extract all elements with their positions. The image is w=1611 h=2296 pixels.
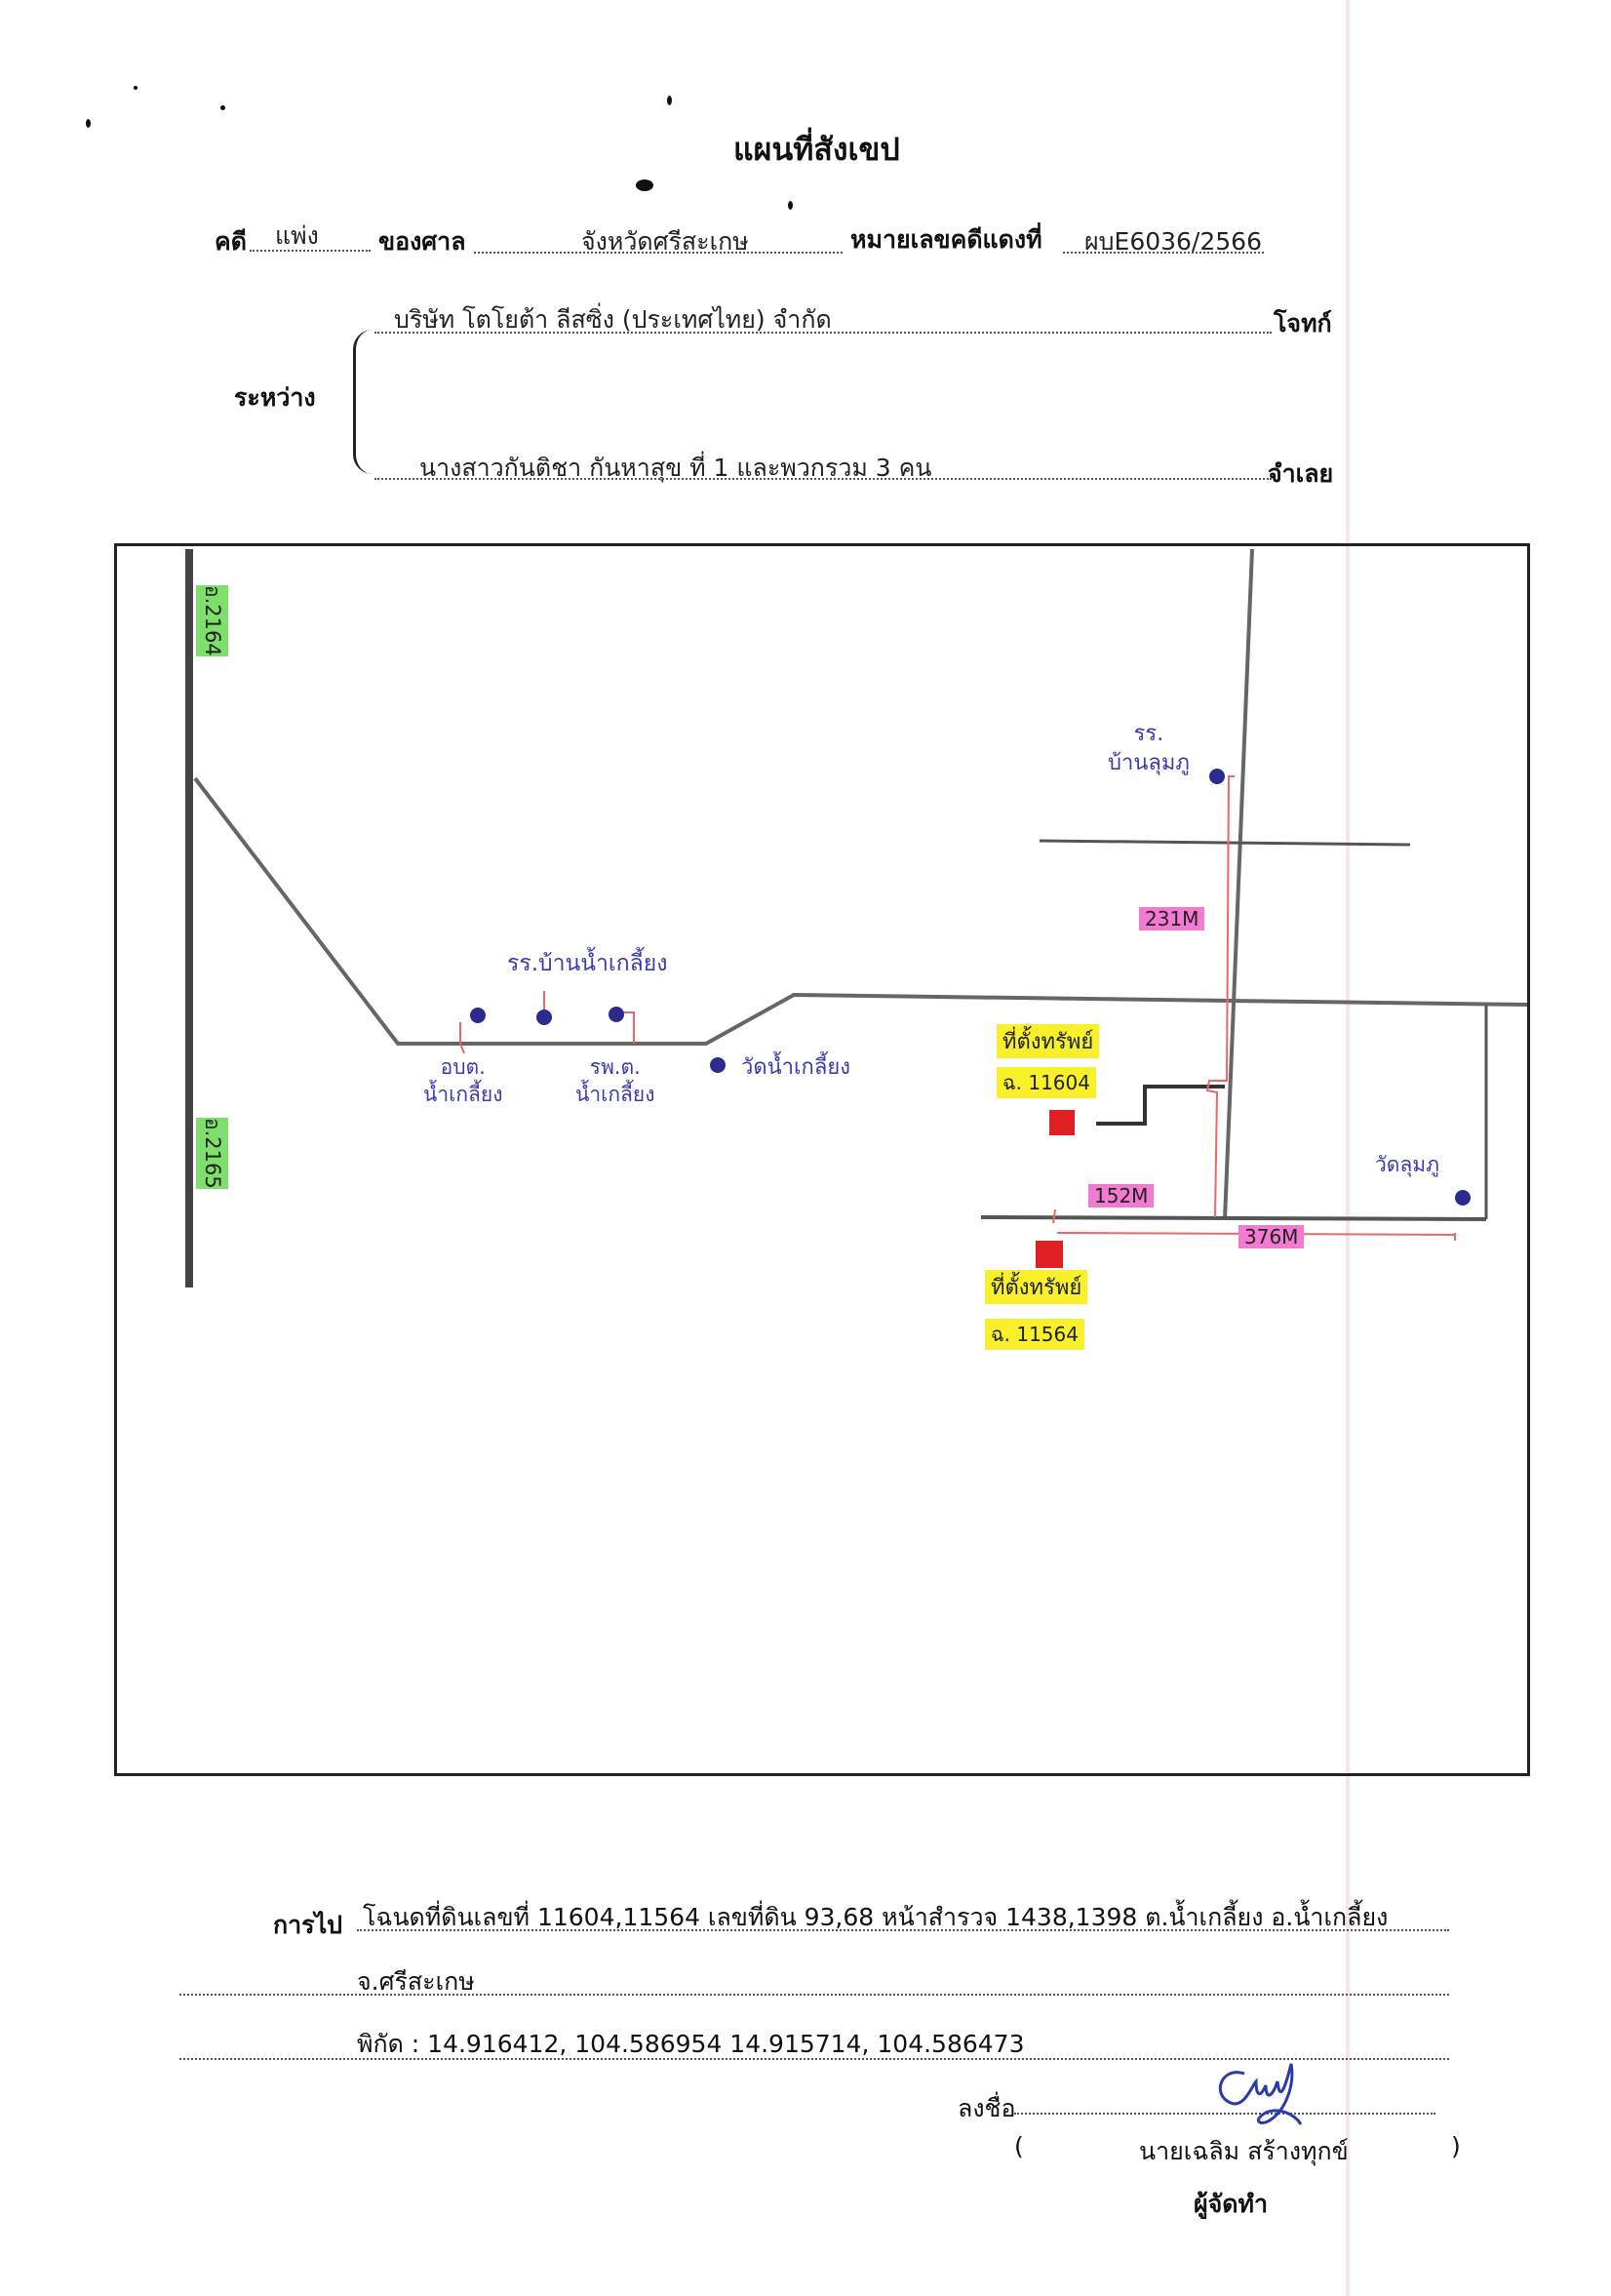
prepared-by-label: ผู้จัดทำ — [1194, 2190, 1269, 2218]
obt-label: อบต.น้ำเกลี้ยง — [423, 1055, 503, 1106]
route-line-2: จ.ศรีสะเกษ — [357, 1967, 475, 1996]
distance-152: 152M — [1088, 1184, 1155, 1207]
branch-road — [1039, 839, 1411, 847]
land2-label: ที่ตั้งทรัพย์ — [985, 1270, 1088, 1304]
scan-speck — [788, 201, 793, 210]
road-label-top: อ.2164 — [196, 585, 228, 656]
distance-guide-231 — [1205, 775, 1235, 1218]
defendant-name: นางสาวกันติชา กันหาสุข ที่ 1 และพวกรวม 3… — [419, 454, 932, 482]
temple-namkliang-label: วัดน้ำเกลี้ยง — [741, 1055, 850, 1080]
land2-deed: ฉ. 11564 — [985, 1319, 1084, 1350]
distance-231: 231M — [1139, 907, 1205, 930]
red-case-label: หมายเลขคดีแดงที่ — [850, 225, 1042, 254]
land1-label: ที่ตั้งทรัพย์ — [997, 1024, 1100, 1058]
scan-speck — [667, 96, 672, 105]
case-label: คดี — [215, 227, 247, 256]
main-road — [193, 776, 1527, 1046]
sign-label: ลงชื่อ — [958, 2094, 1016, 2122]
distance-376: 376M — [1238, 1225, 1305, 1248]
signer-name: นายเฉลิม สร้างทุกข์ — [1139, 2137, 1349, 2165]
coordinates: พิกัด : 14.916412, 104.586954 14.915714,… — [357, 2030, 1025, 2058]
hospital-label: รพ.ต.น้ำเกลี้ยง — [575, 1055, 655, 1106]
temple-lumphu-label: วัดลุมภู — [1375, 1153, 1439, 1176]
obt-marker — [470, 1008, 486, 1023]
temple-namkliang-marker — [710, 1057, 726, 1073]
scan-speck — [636, 179, 653, 191]
route-line-1: โฉนดที่ดินเลขที่ 11604,11564 เลขที่ดิน 9… — [363, 1903, 1389, 1931]
temple-lumphu-marker — [1455, 1190, 1471, 1206]
south-road — [980, 1215, 1487, 1221]
page-title: แผนที่สังเขป — [733, 131, 900, 168]
court-name: จังหวัดศรีสะเกษ — [581, 227, 749, 256]
road-label-bottom: อ.2165 — [196, 1118, 228, 1189]
party-brace — [353, 330, 377, 474]
scan-speck — [134, 86, 138, 90]
plaintiff-name: บริษัท โตโยต้า ลีสซิ่ง (ประเทศไทย) จำกัด — [394, 305, 832, 334]
school-namkliang-marker — [536, 1009, 552, 1025]
sketch-map: อ.2164 อ.2165 รร.บ้านลุมภู รร.บ้านน้ำเกล… — [114, 543, 1530, 1776]
paren-open: ( — [1014, 2132, 1024, 2160]
land2-marker — [1036, 1241, 1063, 1268]
route-label: การไป — [273, 1911, 343, 1939]
north-road — [1223, 548, 1254, 1220]
plaintiff-label: โจทก์ — [1274, 309, 1332, 337]
scan-speck — [86, 119, 91, 128]
signature-image — [1218, 2063, 1303, 2125]
red-case-number: ผบE6036/2566 — [1084, 227, 1262, 256]
court-label: ของศาล — [378, 227, 466, 256]
paren-close: ) — [1451, 2132, 1461, 2160]
school-lumphu-label: รร.บ้านลุมภู — [1108, 722, 1190, 775]
school-lumphu-marker — [1209, 769, 1225, 784]
between-label: ระหว่าง — [234, 383, 316, 412]
defendant-label: จำเลย — [1268, 459, 1334, 488]
land1-marker — [1049, 1110, 1075, 1135]
scan-speck — [220, 105, 225, 110]
case-type: แพ่ง — [275, 221, 319, 250]
access-path — [1096, 1085, 1225, 1126]
map-svg — [185, 548, 1527, 1287]
land1-deed: ฉ. 11604 — [997, 1067, 1096, 1098]
school-namkliang-label: รร.บ้านน้ำเกลี้ยง — [507, 951, 668, 976]
paper-fold — [1346, 0, 1350, 2296]
hospital-marker — [609, 1007, 624, 1022]
